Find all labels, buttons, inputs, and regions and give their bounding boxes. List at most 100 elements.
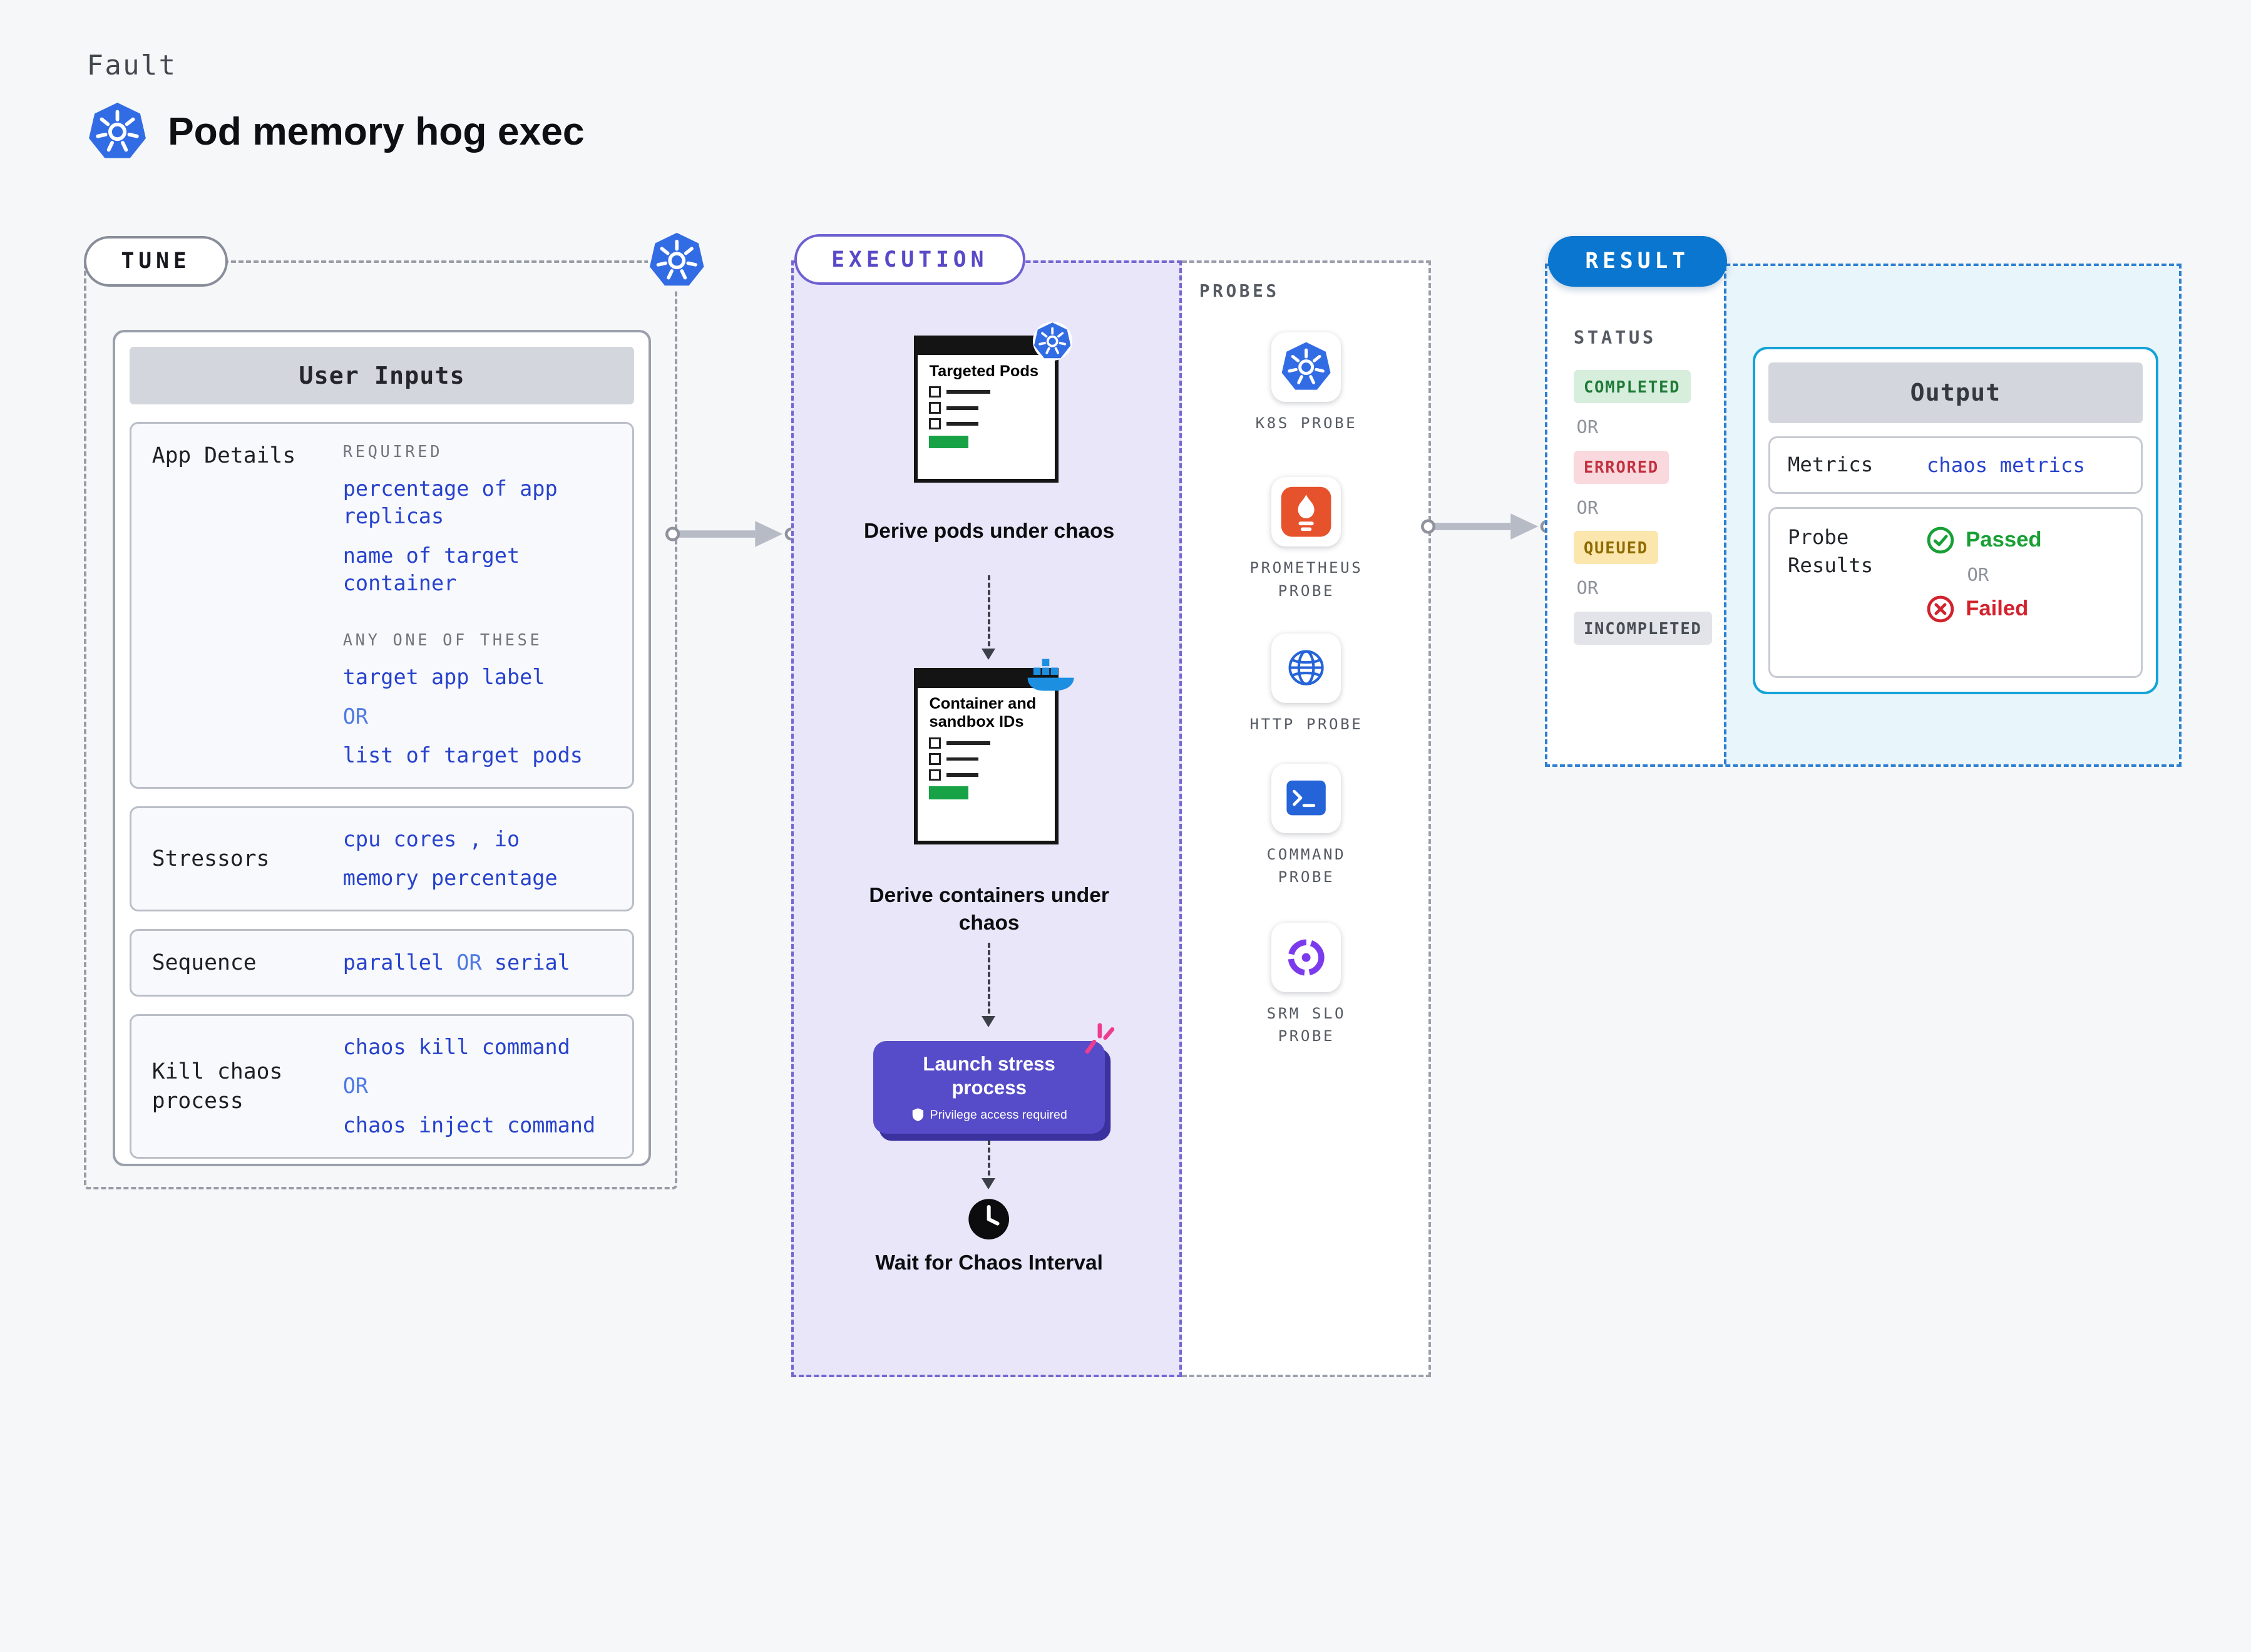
tune-boundary (84, 260, 677, 1189)
kill-chaos-value: chaos inject command (342, 1113, 596, 1138)
probe-name: COMMAND PROBE (1266, 844, 1346, 886)
fault-kicker: Fault (86, 49, 177, 81)
launch-button-label: Launch stress process (923, 1052, 1055, 1099)
line-glyph (946, 757, 979, 761)
checkbox-icon (929, 386, 941, 398)
sequence-label: Sequence (151, 950, 257, 975)
line-glyph (946, 406, 979, 410)
result-boundary: STATUS COMPLETED OR ERRORED OR QUEUED OR… (1545, 263, 2182, 767)
status-badge: ERRORED (1573, 450, 1669, 484)
or-separator: OR (342, 704, 369, 729)
document-title: Container and sandbox IDs (929, 695, 1037, 731)
passed-result: Passed (1927, 526, 2042, 554)
probe-icon-card (1271, 922, 1341, 992)
failed-label: Failed (1966, 597, 2029, 621)
app-details-row: App Details REQUIRED percentage of app r… (130, 422, 634, 789)
stressors-line: memory percentage (342, 866, 558, 891)
or-separator: OR (1967, 563, 1989, 585)
prometheus-icon (1280, 486, 1332, 538)
status-column: COMPLETED OR ERRORED OR QUEUED OR INCOMP… (1573, 370, 1712, 658)
sequence-values: parallel OR serial (343, 949, 612, 977)
user-inputs-title: User Inputs (130, 347, 634, 405)
document-list-row (929, 737, 1043, 749)
line-glyph (946, 422, 979, 426)
globe-icon (1280, 642, 1332, 694)
probes-panel: PROBES K8S PROBE PROMETHEUS PROBE HTTP P… (1182, 260, 1431, 1378)
sequence-row: Sequence parallel OR serial (130, 929, 634, 997)
shield-icon (911, 1107, 925, 1122)
status-title: STATUS (1573, 326, 1656, 348)
app-details-label: App Details (151, 443, 296, 468)
document-list-row (929, 753, 1043, 765)
privilege-badge: Privilege access required (911, 1107, 1067, 1122)
kill-chaos-values: chaos kill command OR chaos inject comma… (343, 1034, 612, 1140)
probes-panel-title: PROBES (1199, 280, 1279, 301)
or-separator: OR (1576, 496, 1599, 518)
output-card: Output Metrics chaos metrics Probe Resul… (1753, 347, 2158, 694)
burst-icon (1082, 1021, 1118, 1057)
probe-icon-card (1271, 332, 1341, 402)
any-item: target app label (342, 664, 545, 689)
tune-label: TUNE (84, 235, 228, 287)
required-item: name of target container (342, 543, 520, 596)
sequence-value: parallel (342, 950, 444, 975)
checkbox-icon (929, 769, 941, 781)
document-title: Targeted Pods (929, 362, 1039, 380)
probe-name: PROMETHEUS PROBE (1249, 558, 1363, 600)
step-caption: Wait for Chaos Interval (875, 1251, 1103, 1275)
metrics-label: Metrics (1787, 453, 1874, 477)
probe-item: HTTP PROBE (1182, 633, 1431, 736)
page-title: Pod memory hog exec (168, 110, 585, 153)
checkbox-icon (929, 402, 941, 414)
result-label: RESULT (1547, 235, 1727, 287)
probe-item: PROMETHEUS PROBE (1182, 477, 1431, 602)
line-glyph (946, 390, 990, 394)
document-list-row (929, 402, 1043, 414)
kill-chaos-row: Kill chaos process chaos kill command OR… (130, 1014, 634, 1159)
kill-chaos-label: Kill chaos process (151, 1059, 283, 1114)
any-item: list of target pods (342, 743, 583, 768)
probe-results-row: Probe Results Passed OR Failed (1768, 506, 2143, 678)
flow-arrow-icon (1421, 508, 1554, 545)
targeted-pods-document: Targeted Pods (913, 321, 1072, 483)
step-caption: Derive containers under chaos (869, 884, 1109, 935)
clock-icon (967, 1198, 1010, 1241)
execution-label: EXECUTION (794, 234, 1025, 285)
document-titlebar (917, 339, 1055, 355)
passed-label: Passed (1966, 528, 2042, 552)
any-one-label: ANY ONE OF THESE (342, 630, 543, 649)
metrics-value: chaos metrics (1926, 453, 2085, 477)
result-section: STATUS COMPLETED OR ERRORED OR QUEUED OR… (1545, 235, 2185, 771)
line-glyph (946, 741, 990, 745)
step-caption: Derive pods under chaos (864, 519, 1115, 543)
probe-icon-card (1271, 633, 1341, 703)
title-row: Pod memory hog exec (87, 101, 585, 162)
checkbox-icon (929, 753, 941, 765)
failed-result: Failed (1927, 595, 2042, 623)
user-inputs-card: User Inputs App Details REQUIRED percent… (113, 329, 651, 1166)
checkbox-icon (929, 418, 941, 430)
probe-name: K8S PROBE (1255, 414, 1358, 432)
kubernetes-icon (648, 231, 706, 290)
container-ids-document: Container and sandbox IDs (913, 668, 1059, 845)
docker-icon (1025, 656, 1080, 695)
document-list-row (929, 769, 1043, 781)
kill-chaos-value: chaos kill command (342, 1034, 570, 1059)
probe-results-label: Probe Results (1787, 525, 1874, 578)
checkbox-icon (929, 737, 941, 749)
kubernetes-icon (1033, 321, 1072, 361)
or-separator: OR (456, 950, 482, 975)
flow-arrow-icon (665, 515, 799, 553)
check-circle-icon (1927, 526, 1954, 554)
app-details-values: REQUIRED percentage of app replicas name… (343, 441, 612, 770)
execution-boundary: Targeted Pods Derive pods under chaos Co… (791, 260, 1182, 1378)
slo-donut-icon (1280, 931, 1332, 983)
probe-icon-card (1271, 477, 1341, 546)
probe-item: K8S PROBE (1182, 332, 1431, 434)
privilege-badge-label: Privilege access required (930, 1107, 1067, 1122)
stressors-label: Stressors (151, 846, 270, 871)
progress-bar (929, 435, 968, 449)
probe-name: HTTP PROBE (1249, 714, 1363, 733)
stressors-row: Stressors cpu cores , io memory percenta… (130, 806, 634, 912)
